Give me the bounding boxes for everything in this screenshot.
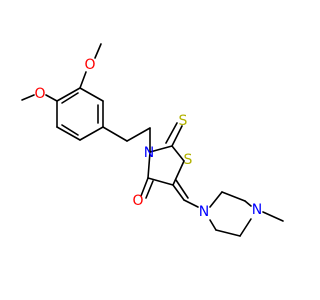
bond [102, 126, 128, 142]
bond [215, 229, 241, 237]
bond [147, 177, 174, 186]
atom-label-nitrogen: N [144, 145, 154, 161]
bond [172, 184, 185, 201]
bond [79, 126, 104, 141]
atom-label-oxygen: O [34, 86, 45, 102]
atom-label-oxygen: O [132, 193, 143, 209]
bond [239, 218, 252, 237]
bond [209, 219, 217, 231]
bond [94, 43, 102, 59]
bond [262, 211, 284, 222]
bond [61, 92, 79, 104]
bond [56, 87, 81, 102]
atom-label-nitrogen: N [252, 202, 262, 218]
bond [45, 94, 58, 102]
bond [126, 127, 151, 142]
atom-label-nitrogen: N [199, 204, 209, 220]
bond [79, 71, 87, 89]
bond [221, 191, 246, 202]
bond [149, 145, 173, 153]
bond [140, 177, 149, 197]
bond [61, 124, 79, 136]
bond [79, 87, 104, 102]
bond [171, 125, 183, 147]
bond [165, 122, 178, 144]
bond [147, 151, 151, 179]
bond [209, 191, 223, 208]
bond [56, 126, 81, 141]
molecule-diagram: O O N S S O N N [21, 43, 284, 237]
structure-svg: O O N S S O N N [21, 43, 284, 237]
bond [172, 160, 185, 186]
bond [183, 199, 199, 208]
bond [244, 200, 252, 207]
bond [21, 94, 35, 101]
atom-label-sulfur: S [179, 113, 188, 129]
bond [145, 180, 154, 199]
bond [171, 145, 185, 162]
atom-label-sulfur: S [184, 152, 193, 168]
atom-label-oxygen: O [84, 57, 95, 73]
bond [175, 179, 189, 199]
bond-set [21, 43, 284, 237]
atom-labels: O O N S S O N N [34, 57, 262, 220]
